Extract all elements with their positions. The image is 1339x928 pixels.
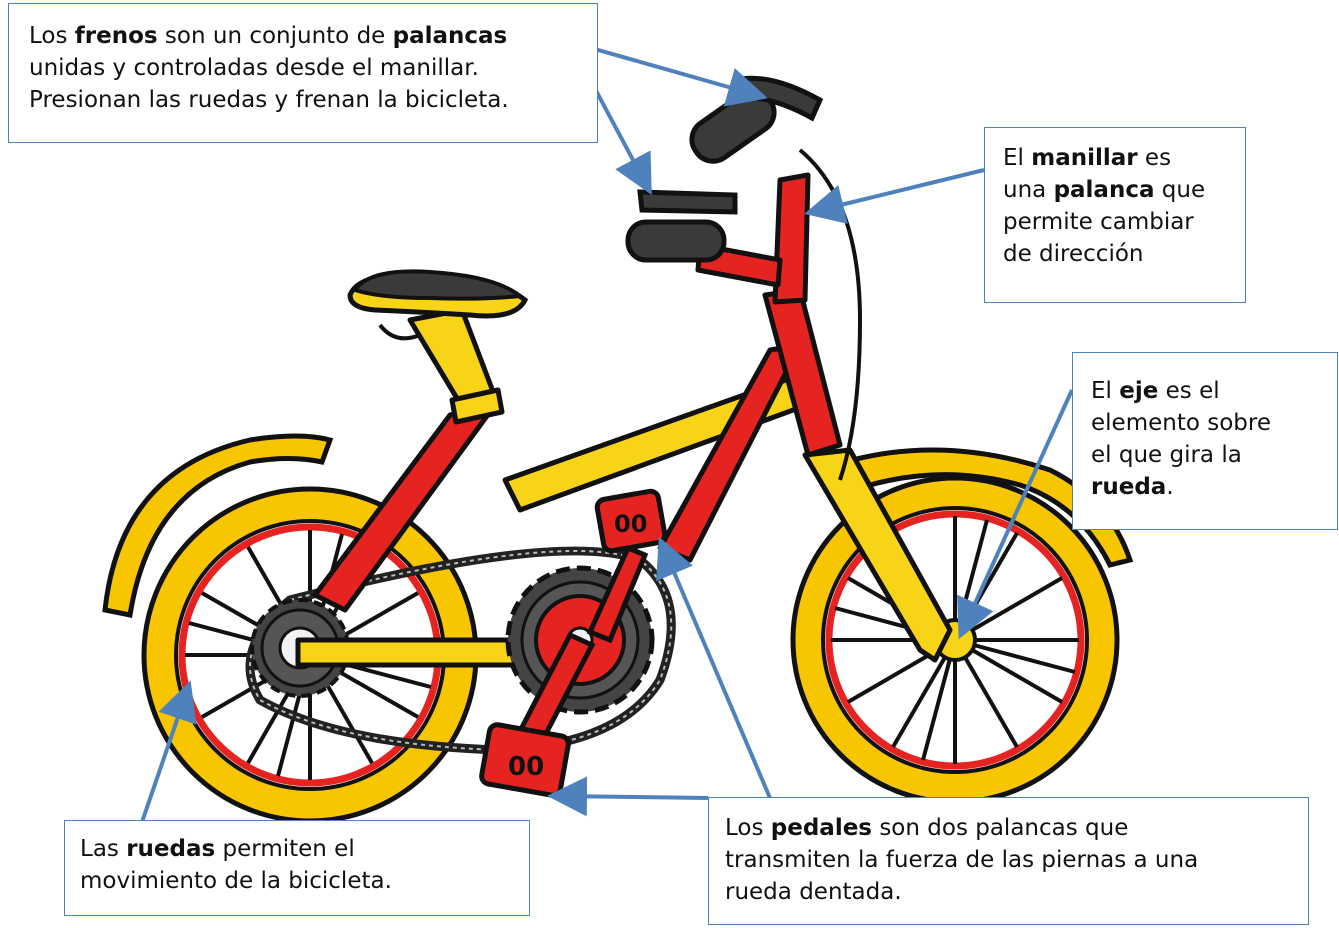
crank-arm-upper xyxy=(586,544,649,644)
text: son un conjunto de xyxy=(157,23,393,49)
text: unidas y controladas desde el manillar. xyxy=(29,55,479,81)
text: permite cambiar xyxy=(1003,209,1194,235)
text: Las xyxy=(80,836,127,862)
text: Presionan las ruedas y frenan la bicicle… xyxy=(29,87,509,113)
keyword-ruedas: ruedas xyxy=(126,836,216,862)
text: Los xyxy=(29,23,75,49)
text: El xyxy=(1003,145,1032,171)
arrow-ruedas xyxy=(140,680,197,823)
text: es xyxy=(1137,145,1172,171)
callout-frenos: Los frenos son un conjunto de palancas u… xyxy=(8,3,598,143)
pedal-upper: 00 xyxy=(594,488,668,554)
arrow-eje xyxy=(957,389,1074,640)
keyword-manillar: manillar xyxy=(1031,145,1138,171)
keyword-rueda: rueda xyxy=(1091,474,1167,500)
text: Los xyxy=(725,815,771,841)
front-fender xyxy=(815,447,1134,568)
keyword-frenos: frenos xyxy=(74,23,158,49)
callout-pedales: Los pedales son dos palancas que transmi… xyxy=(708,797,1309,925)
text: permiten el xyxy=(215,836,355,862)
rear-fender xyxy=(102,433,334,618)
callout-ruedas: Las ruedas permiten el movimiento de la … xyxy=(64,820,530,916)
text: que xyxy=(1154,177,1206,203)
text: movimiento de la bicicleta. xyxy=(80,868,392,894)
text: una xyxy=(1003,177,1054,203)
bike-seat xyxy=(347,269,529,341)
arrow-manillar xyxy=(804,168,985,224)
text: son dos palancas que xyxy=(872,815,1129,841)
svg-text:00: 00 xyxy=(614,510,647,538)
text: . xyxy=(1166,474,1174,500)
text: rueda dentada. xyxy=(725,879,902,905)
text: elemento sobre xyxy=(1091,410,1271,436)
text: El xyxy=(1091,378,1120,404)
text: es el xyxy=(1158,378,1220,404)
keyword-palanca: palanca xyxy=(1053,177,1155,203)
front-wheel xyxy=(790,475,1120,805)
keyword-palancas: palancas xyxy=(392,23,508,49)
handlebar-grips xyxy=(625,88,777,263)
arrow-pedales-crank xyxy=(656,536,772,799)
keyword-pedales: pedales xyxy=(770,815,873,841)
arrow-pedales-lower xyxy=(547,776,709,817)
arrow-frenos-upper xyxy=(569,40,768,107)
keyword-eje: eje xyxy=(1119,378,1159,404)
svg-text:00: 00 xyxy=(508,752,544,782)
bike-frame-red xyxy=(312,172,843,613)
text: de dirección xyxy=(1003,241,1144,267)
text: transmiten la fuerza de las piernas a un… xyxy=(725,847,1199,873)
text: el que gira la xyxy=(1091,442,1242,468)
pedal-lower: 00 xyxy=(479,722,571,798)
callout-manillar: El manillar es una palanca que permite c… xyxy=(984,127,1246,303)
callout-eje: El eje es el elemento sobre el que gira … xyxy=(1072,352,1338,530)
